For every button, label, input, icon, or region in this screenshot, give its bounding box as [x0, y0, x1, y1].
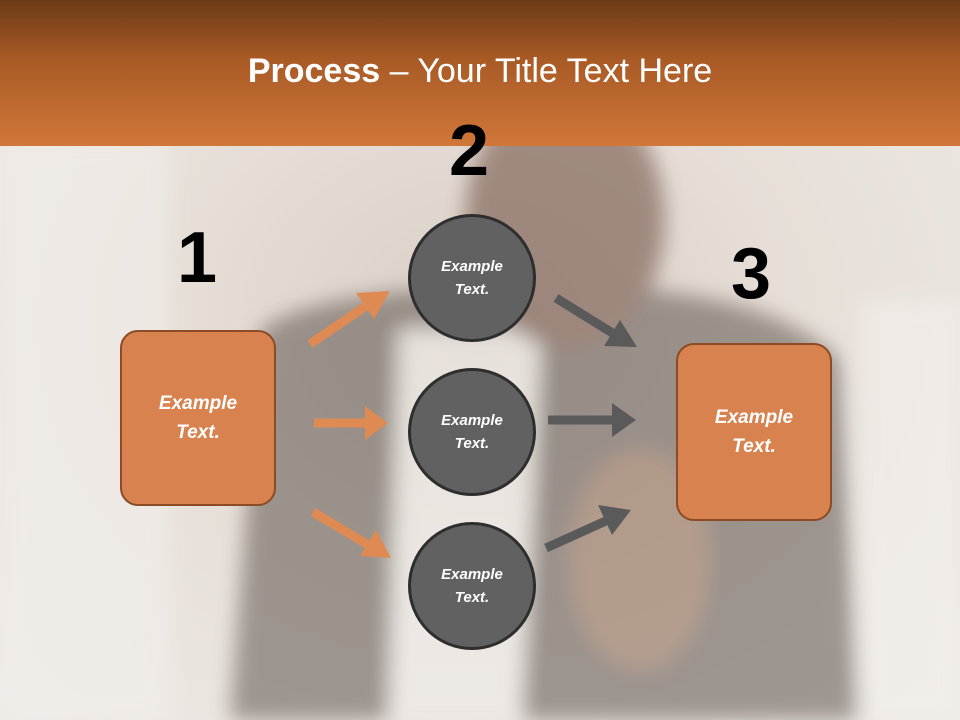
title-bar: Process – Your Title Text Here [0, 0, 960, 146]
left-box-text: Example Text. [158, 393, 238, 443]
slide-title: Process – Your Title Text Here [0, 52, 960, 91]
circle-bottom: Example Text. [408, 522, 536, 650]
circle-middle: Example Text. [408, 368, 536, 496]
arrow-bottom-to-right [544, 505, 631, 553]
arrow-left-to-middle [314, 406, 388, 440]
circle-top-text: Example Text. [441, 258, 503, 298]
circle-bottom-text: Example Text. [441, 566, 503, 606]
arrow-top-to-right [553, 294, 637, 347]
step-number-1: 1 [177, 218, 218, 298]
arrow-left-to-bottom [310, 508, 391, 558]
right-process-box: Example Text. [676, 343, 832, 521]
left-process-box: Example Text. [120, 330, 276, 506]
circle-middle-text: Example Text. [441, 412, 503, 452]
title-rest: – Your Title Text Here [380, 52, 713, 90]
step-number-2: 2 [449, 111, 490, 191]
right-box-text: Example Text. [714, 407, 794, 457]
title-bold: Process [247, 52, 381, 90]
arrow-left-to-top [307, 291, 390, 348]
step-number-3: 3 [731, 234, 772, 314]
circle-top: Example Text. [408, 214, 536, 342]
arrow-middle-to-right [548, 403, 636, 437]
